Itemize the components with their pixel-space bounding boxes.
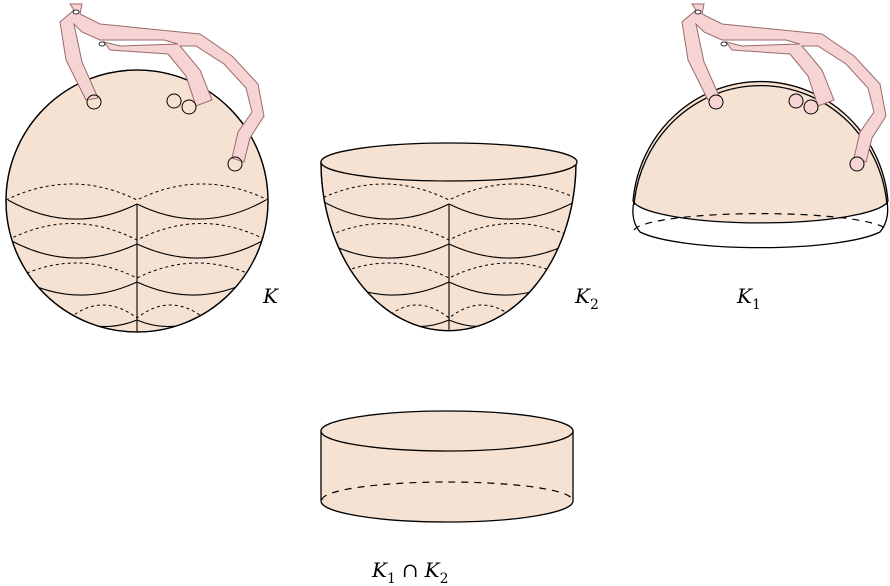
handle-port-K1 xyxy=(789,94,803,108)
handle-hole-K xyxy=(73,10,79,14)
cylinder-top-disk xyxy=(321,411,573,451)
ball-K xyxy=(6,70,268,334)
handle-hole-K1 xyxy=(721,42,727,46)
handle-hole-K xyxy=(99,42,105,46)
cylinder-intersection xyxy=(321,411,573,522)
dome-K1-body xyxy=(633,82,888,223)
handle-port-K1 xyxy=(709,95,723,109)
handle-port-K1 xyxy=(804,100,818,114)
bowl-K2-top-disk xyxy=(321,143,577,181)
bowl-K2 xyxy=(318,143,580,334)
handle-hole-K1 xyxy=(695,10,701,14)
label-intersection: K1∩K2 xyxy=(371,558,449,586)
label-K2: K2 xyxy=(574,284,599,313)
label-K1: K1 xyxy=(736,284,761,313)
handle-port-K1 xyxy=(850,157,864,171)
label-K: K xyxy=(262,284,279,308)
